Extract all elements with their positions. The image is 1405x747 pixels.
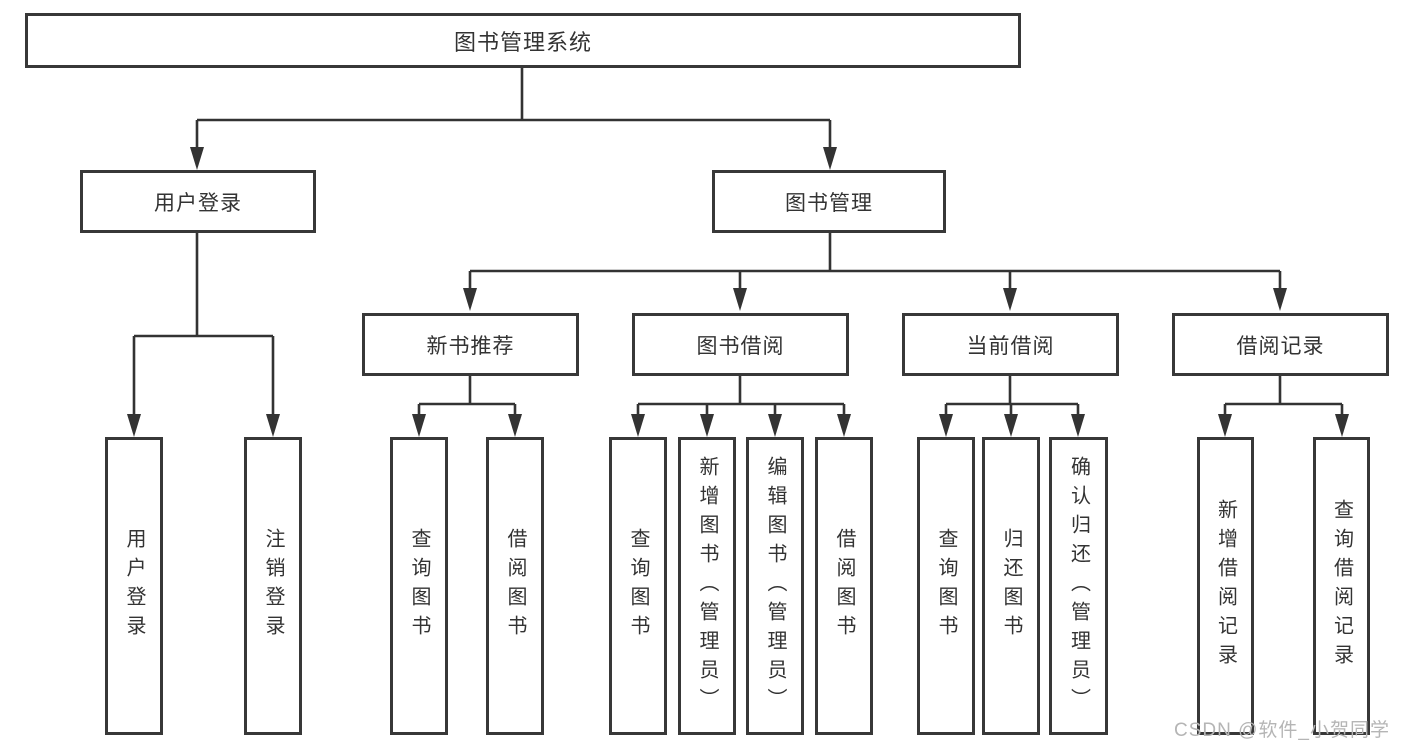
leaf-return-book: 归还图书	[982, 437, 1040, 735]
leaf-borrow-book: 借阅图书	[815, 437, 873, 735]
leaf-query-borrow-record: 查询借阅记录	[1313, 437, 1370, 735]
leaf-edit-book-admin: 编辑图书（管理员）	[746, 437, 804, 735]
leaf-current-query-book: 查询图书	[917, 437, 975, 735]
leaf-add-borrow-record: 新增借阅记录	[1197, 437, 1254, 735]
leaf-newbook-query-book: 查询图书	[390, 437, 448, 735]
csdn-watermark: CSDN @软件_小贺同学	[1174, 720, 1390, 741]
leaf-borrow-query-book: 查询图书	[609, 437, 667, 735]
node-borrowing-records: 借阅记录	[1172, 313, 1389, 376]
node-book-management: 图书管理	[712, 170, 946, 233]
leaf-user-login: 用户登录	[105, 437, 163, 735]
leaf-add-book-admin: 新增图书（管理员）	[678, 437, 736, 735]
leaf-logout: 注销登录	[244, 437, 302, 735]
node-user-login: 用户登录	[80, 170, 316, 233]
node-book-borrowing: 图书借阅	[632, 313, 849, 376]
node-current-borrowing: 当前借阅	[902, 313, 1119, 376]
node-root-system: 图书管理系统	[25, 13, 1021, 68]
leaf-confirm-return-admin: 确认归还（管理员）	[1049, 437, 1108, 735]
leaf-newbook-borrow-book: 借阅图书	[486, 437, 544, 735]
node-new-book-recommendation: 新书推荐	[362, 313, 579, 376]
